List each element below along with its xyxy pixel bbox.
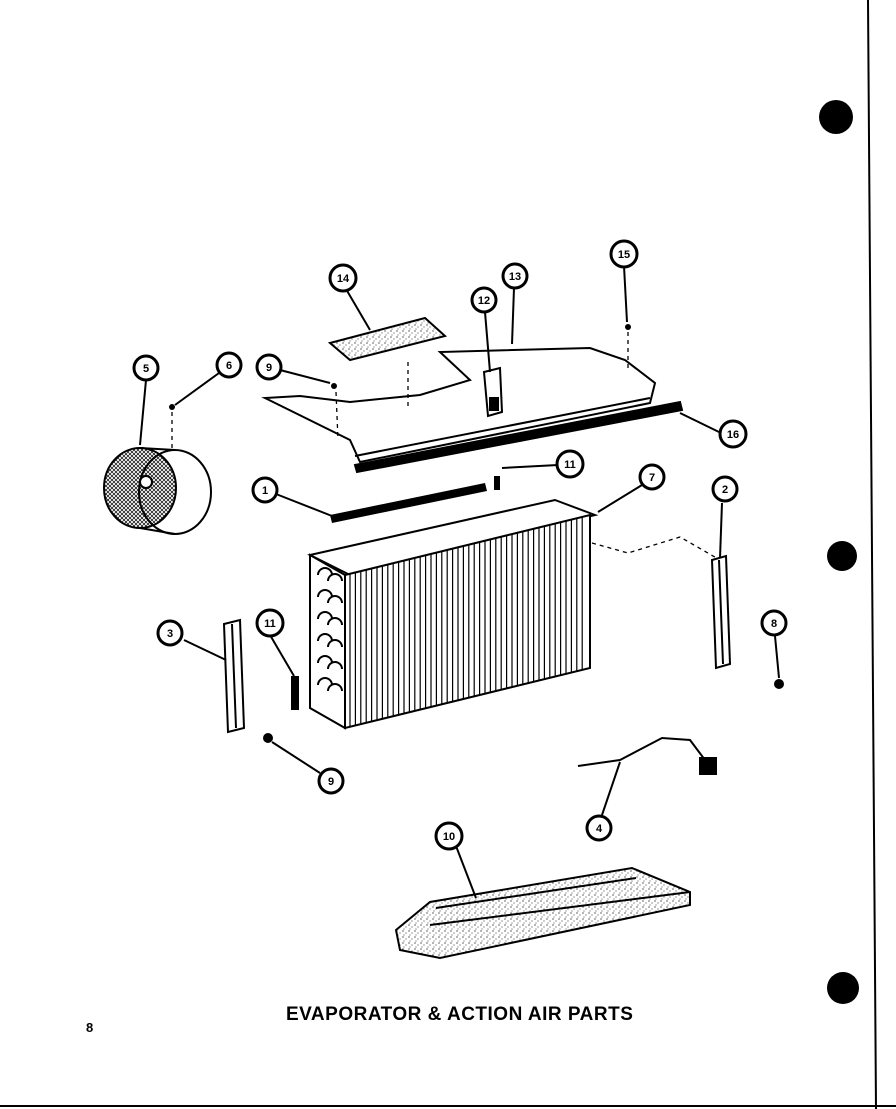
svg-text:5: 5 (143, 363, 149, 375)
svg-text:6: 6 (226, 360, 232, 372)
callout-15: 14 (328, 263, 358, 293)
seal-strip (330, 483, 487, 523)
callout-11: 11 (255, 608, 285, 638)
svg-text:12: 12 (478, 295, 490, 307)
callout-10: 10 (434, 821, 464, 851)
svg-text:15: 15 (618, 249, 630, 261)
wire-harness (577, 736, 717, 775)
callout-2: 2 (711, 475, 739, 503)
coil-tube-bend (317, 567, 343, 582)
callout-5: 5 (132, 354, 160, 382)
svg-text:11: 11 (264, 618, 276, 630)
left-bracket (222, 618, 273, 743)
svg-text:2: 2 (722, 484, 728, 496)
svg-text:7: 7 (649, 472, 655, 484)
callout-1: 1 (251, 476, 279, 504)
coil-tube-bend (317, 589, 343, 604)
svg-text:9: 9 (266, 362, 272, 374)
callout-9-bottom: 9 (317, 767, 345, 795)
binder-hole-top (819, 100, 853, 134)
screws-top (169, 324, 631, 490)
spring (291, 676, 299, 710)
callout-17: 16 (718, 419, 748, 449)
diagram-caption: EVAPORATOR & ACTION AIR PARTS (286, 1004, 634, 1025)
callout-9-top: 9 (255, 353, 283, 381)
coil-tube-bend (317, 655, 343, 670)
svg-text:1: 1 (262, 485, 268, 497)
callout-6: 6 (215, 351, 243, 379)
svg-text:4: 4 (596, 823, 603, 835)
callout-3: 3 (156, 619, 184, 647)
svg-text:3: 3 (167, 628, 173, 640)
svg-text:14: 14 (337, 273, 350, 285)
evaporator-coil (307, 498, 599, 730)
leader-lines (139, 265, 780, 899)
callout-13: 12 (470, 286, 498, 314)
dashed-leaders (171, 332, 721, 561)
svg-text:9: 9 (328, 776, 334, 788)
binder-hole-middle (827, 541, 857, 571)
callouts: 5 6 9 14 12 13 15 16 11 1 7 2 8 3 11 9 4… (132, 239, 788, 851)
svg-text:16: 16 (727, 429, 739, 441)
coil-tube-bend (317, 611, 343, 626)
callout-14: 13 (501, 262, 529, 290)
base-pan (394, 866, 691, 960)
binder-hole-bottom (827, 972, 859, 1004)
blower-wheel (103, 447, 212, 535)
callout-7: 7 (638, 463, 666, 491)
top-cover (261, 346, 684, 474)
filter-panel (327, 316, 448, 362)
callout-8: 8 (760, 609, 788, 637)
page-number: 8 (86, 1020, 94, 1035)
svg-text:11: 11 (564, 459, 576, 471)
callout-4: 4 (585, 814, 613, 842)
coil-tube-bend (317, 677, 343, 692)
callout-16: 15 (609, 239, 639, 269)
right-bracket (710, 554, 784, 689)
callout-12: 11 (555, 449, 585, 479)
svg-text:8: 8 (771, 618, 777, 630)
bracket (482, 366, 504, 418)
callout-10-text: 10 (443, 831, 455, 843)
coil-tube-bend (317, 633, 343, 648)
svg-text:13: 13 (509, 271, 521, 283)
